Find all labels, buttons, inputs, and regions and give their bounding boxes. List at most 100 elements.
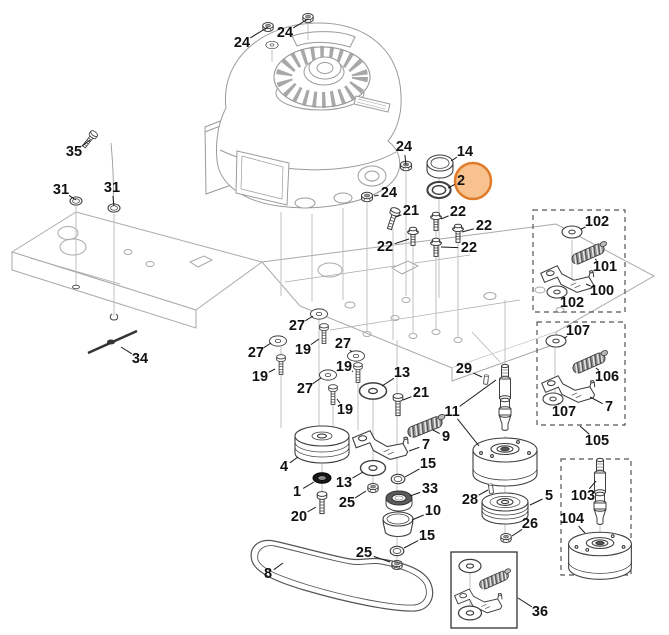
kit-box-105-107 [536,321,626,426]
part-label-15[interactable]: 15 [420,456,436,472]
part-label-7[interactable]: 7 [422,437,430,453]
rod-34 [87,329,138,355]
washer [265,40,279,50]
leader-line [447,183,455,189]
part-label-24[interactable]: 24 [381,185,397,201]
part-label-102[interactable]: 102 [560,295,584,311]
leader-line [459,379,497,407]
part-label-31[interactable]: 31 [104,180,120,196]
fasteners-and-parts [69,13,538,570]
nut-26 [500,533,512,543]
highlight-circle[interactable] [453,161,493,201]
bolt-19 [353,362,363,383]
leader-line [440,215,449,220]
leader-line [473,372,483,378]
leader-line [409,491,421,497]
leader-line [403,540,419,549]
part-label-2[interactable]: 2 [457,173,465,189]
kit-box-100-102 [532,209,626,313]
part-label-102[interactable]: 102 [585,214,609,230]
part-label-27[interactable]: 27 [297,381,313,397]
ring-15 [390,473,406,485]
part-label-22[interactable]: 22 [476,218,492,234]
leader-line [81,139,91,147]
part-label-27[interactable]: 27 [335,336,351,352]
part-label-107[interactable]: 107 [552,404,576,420]
bearing-33 [385,490,413,512]
ring-31 [69,196,83,206]
part-label-20[interactable]: 20 [291,509,307,525]
part-label-4[interactable]: 4 [280,459,288,475]
leader-line [450,156,458,162]
part-label-103[interactable]: 103 [571,488,595,504]
part-label-104[interactable]: 104 [560,511,584,527]
part-label-5[interactable]: 5 [545,488,553,504]
leader-line [511,528,523,537]
part-label-29[interactable]: 29 [456,361,472,377]
part-label-25[interactable]: 25 [356,545,372,561]
part-label-8[interactable]: 8 [264,566,272,582]
cap-14 [426,154,454,179]
leader-line [373,194,379,197]
part-label-21[interactable]: 21 [403,203,419,219]
part-label-27[interactable]: 27 [289,318,305,334]
leader-line [457,418,480,447]
leader-line [312,377,322,385]
part-label-100[interactable]: 100 [590,283,614,299]
part-label-24[interactable]: 24 [234,35,250,51]
leader-line [263,342,272,349]
part-label-11[interactable]: 11 [444,404,459,420]
bracket-7 [351,427,410,463]
leader-line [395,214,402,218]
part-label-22[interactable]: 22 [377,239,393,255]
part-label-19[interactable]: 19 [337,402,353,418]
part-label-13[interactable]: 13 [394,365,410,381]
leader-line [354,490,367,499]
leader-line [112,195,115,207]
part-label-21[interactable]: 21 [413,385,429,401]
part-label-14[interactable]: 14 [457,144,473,160]
leader-line [381,377,395,387]
part-label-15[interactable]: 15 [419,528,435,544]
part-label-24[interactable]: 24 [277,25,293,41]
part-label-24[interactable]: 24 [396,139,412,155]
washer-27 [319,369,337,381]
part-label-101[interactable]: 101 [593,259,617,275]
part-label-105[interactable]: 105 [585,433,609,449]
part-label-25[interactable]: 25 [339,495,355,511]
part-label-27[interactable]: 27 [248,345,264,361]
part-label-9[interactable]: 9 [442,429,450,445]
part-label-26[interactable]: 26 [522,516,538,532]
part-label-1[interactable]: 1 [293,484,301,500]
part-label-13[interactable]: 13 [336,475,352,491]
part-label-33[interactable]: 33 [422,481,438,497]
bolt-21 [392,393,404,417]
bolt-19 [276,354,286,375]
part-label-36[interactable]: 36 [532,604,548,620]
leader-line [529,498,543,506]
leader-line [408,446,420,452]
bolt-35 [80,129,100,150]
part-label-19[interactable]: 19 [252,369,268,385]
leader-line [589,396,603,405]
housing-104 [568,531,632,580]
part-label-34[interactable]: 34 [132,351,148,367]
part-label-7[interactable]: 7 [605,399,613,415]
leader-line [310,338,320,346]
part-label-31[interactable]: 31 [53,182,69,198]
part-label-107[interactable]: 107 [566,323,590,339]
part-label-19[interactable]: 19 [336,359,352,375]
washer-107 [545,334,567,348]
leader-line [594,258,598,261]
part-label-19[interactable]: 19 [295,342,311,358]
part-label-35[interactable]: 35 [66,144,82,160]
part-label-22[interactable]: 22 [461,240,477,256]
part-label-28[interactable]: 28 [462,492,478,508]
part-label-106[interactable]: 106 [595,369,619,385]
part-label-10[interactable]: 10 [425,503,441,519]
part-label-22[interactable]: 22 [450,204,466,220]
washer-27 [269,335,287,347]
leader-line [336,398,341,404]
leader-line [349,349,353,353]
washer [458,558,482,574]
